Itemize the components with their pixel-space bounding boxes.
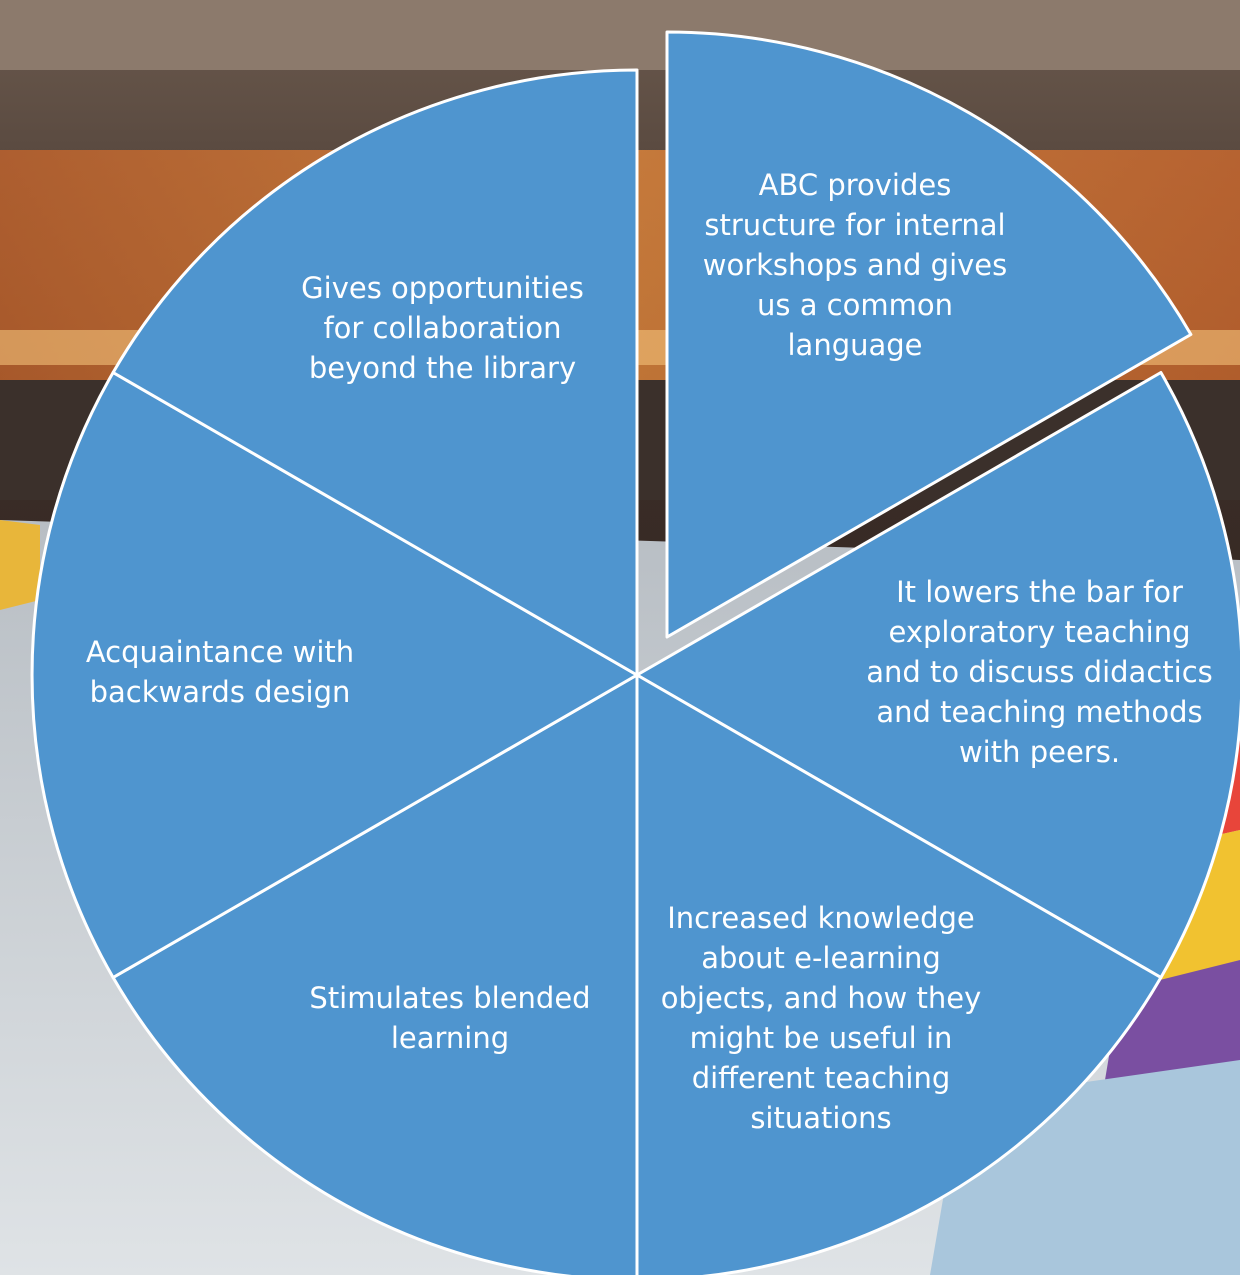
slice-label-blended-learning: Stimulates blended learning bbox=[309, 981, 591, 1055]
slice-exploratory-teaching bbox=[635, 371, 1240, 979]
slice-label-backwards-design: Acquaintance with backwards design bbox=[85, 635, 355, 709]
slice-collaboration bbox=[111, 68, 639, 677]
slice-label-abc-structure: ABC provides structure for internal work… bbox=[702, 168, 1008, 362]
slice-label-e-learning-objects: Increased knowledge about e-learning obj… bbox=[660, 901, 982, 1135]
slice-backwards-design bbox=[30, 371, 639, 979]
slice-label-collaboration: Gives opportunities for collaboration be… bbox=[301, 271, 584, 385]
slice-abc-structure bbox=[665, 30, 1193, 639]
slice-label-exploratory-teaching: It lowers the bar for exploratory teachi… bbox=[866, 575, 1213, 769]
